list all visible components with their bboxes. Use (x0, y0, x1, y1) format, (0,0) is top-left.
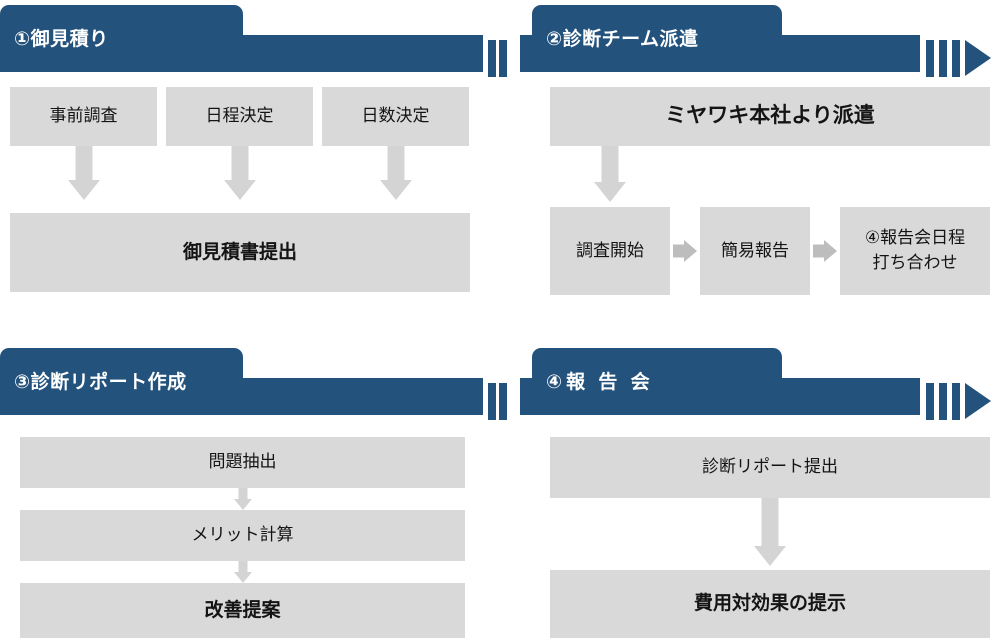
panel-3-banner-tab (0, 348, 243, 378)
panel-2-step-1[interactable]: 調査開始 (550, 207, 670, 295)
panel-2-banner: ②診断チーム派遣 (520, 5, 1000, 77)
panel-2-banner-bar (520, 35, 920, 72)
chevron-mark-icon (488, 40, 496, 77)
panel-1-step-3[interactable]: 日数決定 (322, 87, 469, 146)
panel-2-step-3[interactable]: ④報告会日程 打ち合わせ (840, 207, 990, 295)
arrow-right-icon (673, 207, 697, 295)
panel-1-result-label: 御見積書提出 (182, 241, 297, 263)
arrow-right-icon (813, 207, 837, 295)
panel-1-banner-bar (0, 35, 483, 72)
arrow-down-icon (748, 498, 792, 570)
panel-1-step-2[interactable]: 日程決定 (166, 87, 313, 146)
panel-1-step-2-label: 日程決定 (205, 106, 274, 126)
panel-1-step-1-label: 事前調査 (49, 106, 118, 126)
panel-3-step-2[interactable]: メリット計算 (20, 510, 465, 561)
panel-1-step-3-label: 日数決定 (361, 106, 430, 126)
panel-3-step-3[interactable]: 改善提案 (20, 583, 465, 638)
arrow-down-icon (374, 146, 418, 201)
chevron-mark-icon (939, 40, 947, 77)
panel-3-banner: ③診断リポート作成 (0, 348, 507, 420)
panel-3-step-3-label: 改善提案 (204, 599, 281, 621)
panel-4-banner-bar (520, 378, 920, 415)
panel-2-step-3-label-line2: 打ち合わせ (872, 253, 958, 272)
panel-4-banner: ④報 告 会 (520, 348, 1000, 420)
panel-4-step-2-label: 費用対効果の提示 (693, 593, 846, 615)
panel-1-banner: ①御見積り (0, 5, 507, 77)
panel-2-step-1-label: 調査開始 (576, 240, 644, 260)
panel-4-step-1-label: 診断リポート提出 (702, 457, 838, 477)
panel-4-title: ④報 告 会 (546, 372, 654, 393)
panel-4-banner-tab (532, 348, 782, 378)
arrowhead-icon (965, 40, 991, 76)
arrow-down-icon (226, 488, 260, 510)
panel-3-step-1[interactable]: 問題抽出 (20, 437, 465, 488)
chevron-mark-icon (952, 383, 960, 420)
panel-3-title: ③診断リポート作成 (14, 372, 187, 393)
panel-2-banner-tab (532, 5, 782, 35)
chevron-mark-icon (488, 383, 496, 420)
arrow-down-icon (218, 146, 262, 201)
panel-2-step-2-label: 簡易報告 (721, 240, 789, 260)
chevron-mark-icon (926, 40, 934, 77)
panel-1-title: ①御見積り (14, 29, 109, 50)
panel-4-step-1[interactable]: 診断リポート提出 (550, 437, 990, 498)
panel-2-headline-label: ミヤワキ本社より派遣 (665, 104, 875, 128)
panel-4-step-2[interactable]: 費用対効果の提示 (550, 570, 990, 638)
arrowhead-icon (965, 383, 991, 419)
panel-2-step-3-label-line1: ④報告会日程 (864, 228, 966, 248)
panel-2-title: ②診断チーム派遣 (546, 29, 699, 50)
panel-3-step-1-label: 問題抽出 (208, 452, 277, 472)
chevron-mark-icon (926, 383, 934, 420)
chevron-mark-icon (952, 40, 960, 77)
chevron-mark-icon (499, 383, 507, 420)
panel-1-result[interactable]: 御見積書提出 (10, 213, 470, 292)
panel-3-step-2-label: メリット計算 (191, 525, 294, 545)
chevron-mark-icon (499, 40, 507, 77)
arrow-down-icon (226, 561, 260, 583)
arrow-down-icon (62, 146, 106, 201)
arrow-down-icon (588, 146, 632, 204)
panel-2-step-2[interactable]: 簡易報告 (700, 207, 810, 295)
panel-2-headline[interactable]: ミヤワキ本社より派遣 (550, 87, 990, 146)
chevron-mark-icon (939, 383, 947, 420)
panel-1-step-1[interactable]: 事前調査 (10, 87, 157, 146)
panel-3-banner-bar (0, 378, 483, 415)
panel-1-banner-tab (0, 5, 243, 35)
